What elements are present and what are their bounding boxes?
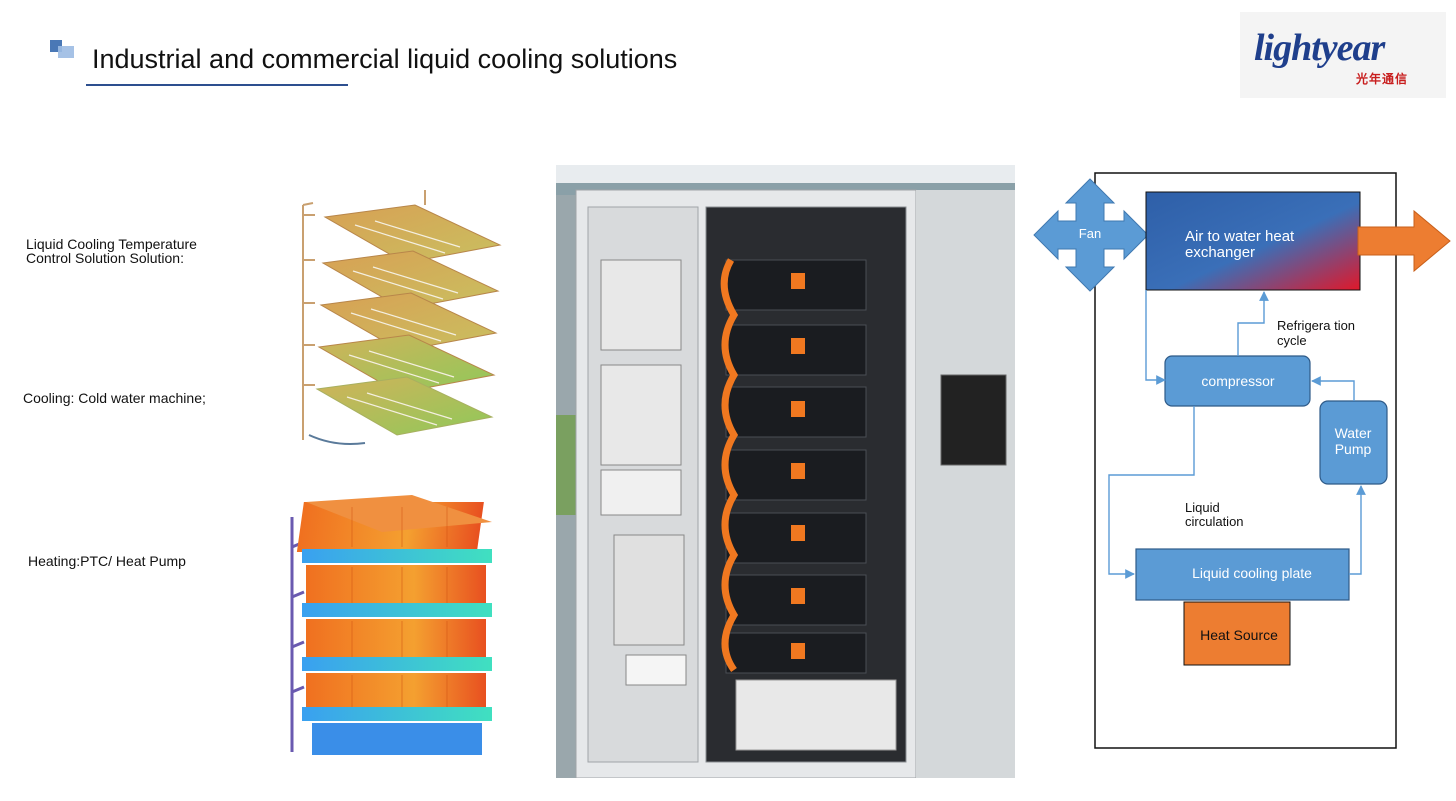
water-pump-label-line1: Water [1335, 425, 1372, 441]
cooling-plates-illustration [302, 190, 502, 445]
liquid-cooling-plate-box [1135, 548, 1350, 601]
heat-exchanger-label-line2: exchanger [1185, 244, 1255, 261]
cabinet-photo [556, 165, 1015, 778]
plate-to-pump-line [1349, 485, 1366, 575]
cabinet-photo-drawing [556, 165, 1015, 778]
cooling-cycle-diagram: Fan Air to water heat exchanger compress… [1033, 172, 1451, 749]
refrigeration-label-line1: Refrigera tion [1277, 318, 1355, 333]
heat-exchanger-label-line1: Air to water heat [1185, 228, 1295, 245]
cooling-label: Cooling: Cold water machine; [23, 390, 206, 406]
fan-label: Fan [1079, 226, 1101, 241]
diagram-frame [1094, 172, 1397, 749]
liquid-circulation-label-line2: circulation [1185, 514, 1244, 529]
liquid-circulation-line [1108, 406, 1195, 579]
heat-source-box [1183, 601, 1291, 666]
temp-control-label-line1: Liquid Cooling Temperature [26, 236, 197, 252]
heat-output-arrow [1357, 209, 1451, 273]
company-logo: lightyear 光年通信 [1240, 12, 1446, 98]
water-pump-label-line2: Pump [1335, 441, 1372, 457]
heating-heatmap-illustration [290, 495, 492, 755]
heat-exchanger-box [1145, 191, 1361, 291]
heat-source-label: Heat Source [1200, 627, 1278, 643]
logo-wordmark: lightyear [1254, 27, 1385, 69]
fan-four-way-arrow: Fan [1033, 178, 1149, 292]
heating-label: Heating:PTC/ Heat Pump [28, 553, 186, 569]
temp-control-label-line2: Control Solution Solution: [26, 250, 184, 266]
exchanger-to-compressor-line [1145, 290, 1166, 385]
liquid-cooling-plate-label: Liquid cooling plate [1192, 565, 1312, 581]
slide-title: Industrial and commercial liquid cooling… [92, 44, 678, 74]
compressor-label: compressor [1201, 373, 1274, 389]
title-underline [86, 84, 348, 86]
refrigeration-cycle-line [1237, 291, 1269, 356]
refrigeration-label-line2: cycle [1277, 333, 1307, 348]
logo-chinese-text: 光年通信 [1356, 72, 1409, 86]
liquid-circulation-label-line1: Liquid [1185, 500, 1220, 515]
pump-to-compressor-line [1311, 376, 1355, 401]
title-bullet-square-light [58, 46, 74, 58]
